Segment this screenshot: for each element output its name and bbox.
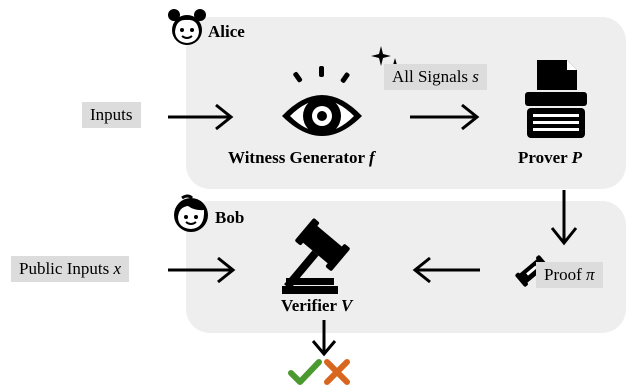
witness-generator-var: f: [369, 148, 375, 167]
proof-to-verifier-arrow: [412, 256, 480, 284]
verifier-var: V: [340, 296, 353, 315]
cross-icon: [324, 359, 350, 385]
inputs-arrow: [168, 103, 234, 131]
proof-label: Proof π: [536, 262, 603, 288]
proof-var: π: [586, 265, 595, 284]
public-inputs-label: Public Inputs x: [11, 256, 129, 282]
verifier-label: Verifier: [281, 296, 337, 315]
prover-var: P: [571, 148, 583, 167]
prover-to-proof-arrow: [550, 190, 578, 246]
bob-label: Bob: [215, 208, 245, 227]
boy-face-icon: [174, 194, 208, 232]
verifier-caption: Verifier V: [281, 296, 352, 316]
public-inputs-var: x: [113, 259, 121, 278]
verifier-output-arrow: [311, 320, 337, 357]
public-inputs-text: Public Inputs: [19, 259, 110, 278]
witness-generator-label: Witness Generator: [228, 148, 365, 167]
witness-generator-caption: Witness Generator f: [228, 148, 375, 168]
eye-icon: [282, 66, 362, 136]
all-signals-var: s: [472, 67, 479, 86]
all-signals-label: All Signals s: [384, 64, 487, 90]
girl-face-icon: [168, 9, 206, 45]
all-signals-text: All Signals: [392, 67, 469, 86]
prover-label: Prover: [518, 148, 568, 167]
check-icon: [288, 359, 322, 385]
inputs-text: Inputs: [90, 105, 133, 124]
signals-arrow: [410, 103, 480, 131]
gavel-icon: [282, 218, 350, 294]
public-inputs-arrow: [168, 256, 236, 284]
typewriter-icon: [525, 60, 587, 138]
alice-label: Alice: [208, 22, 245, 41]
proof-text: Proof: [544, 265, 582, 284]
inputs-label: Inputs: [82, 102, 141, 128]
prover-caption: Prover P: [518, 148, 582, 168]
